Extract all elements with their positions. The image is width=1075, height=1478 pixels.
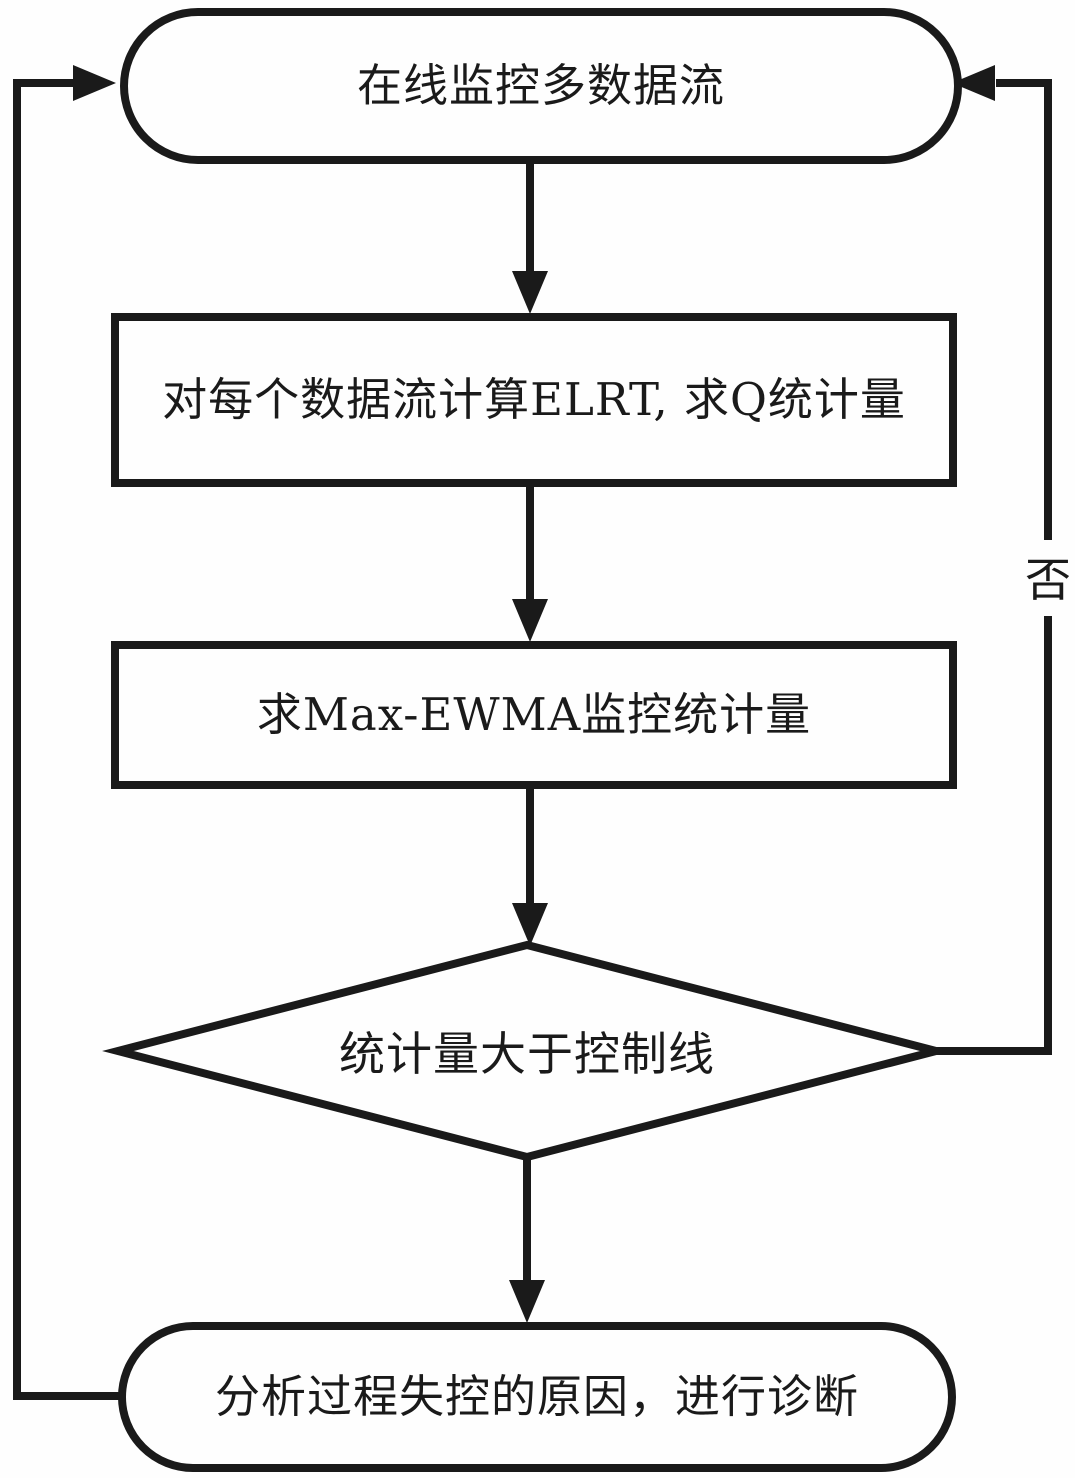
node-decision: 统计量大于控制线 [227,1001,827,1101]
edge-no-line-lower [930,616,1052,1055]
edge-no-arrowhead [952,65,995,101]
edge-maxewma-decision-arrowhead [512,903,548,946]
node-decision-label: 统计量大于控制线 [339,1027,715,1081]
node-start: 在线监控多数据流 [120,8,962,164]
node-compute-elrt-label: 对每个数据流计算ELRT, 求Q统计量 [162,372,906,426]
node-max-ewma-label: 求Max-EWMA监控统计量 [256,687,812,741]
node-start-label: 在线监控多数据流 [356,58,725,112]
edge-elrt-maxewma-arrowhead [512,599,548,642]
node-diagnose: 分析过程失控的原因，进行诊断 [118,1322,956,1472]
edge-no-line-upper [996,79,1052,540]
node-max-ewma: 求Max-EWMA监控统计量 [111,641,957,789]
edge-no-label: 否 [1018,550,1075,607]
edge-diagnose-start-arrowhead [73,65,116,101]
node-diagnose-label: 分析过程失控的原因，进行诊断 [214,1369,859,1423]
edge-no-label-text: 否 [1025,553,1071,607]
edge-start-elrt-arrowhead [512,271,548,314]
decision-diamond-shape [102,940,952,1162]
edge-decision-diagnose-arrowhead [509,1280,545,1323]
node-compute-elrt: 对每个数据流计算ELRT, 求Q统计量 [111,313,957,487]
edge-diagnose-start-line [13,79,125,1400]
